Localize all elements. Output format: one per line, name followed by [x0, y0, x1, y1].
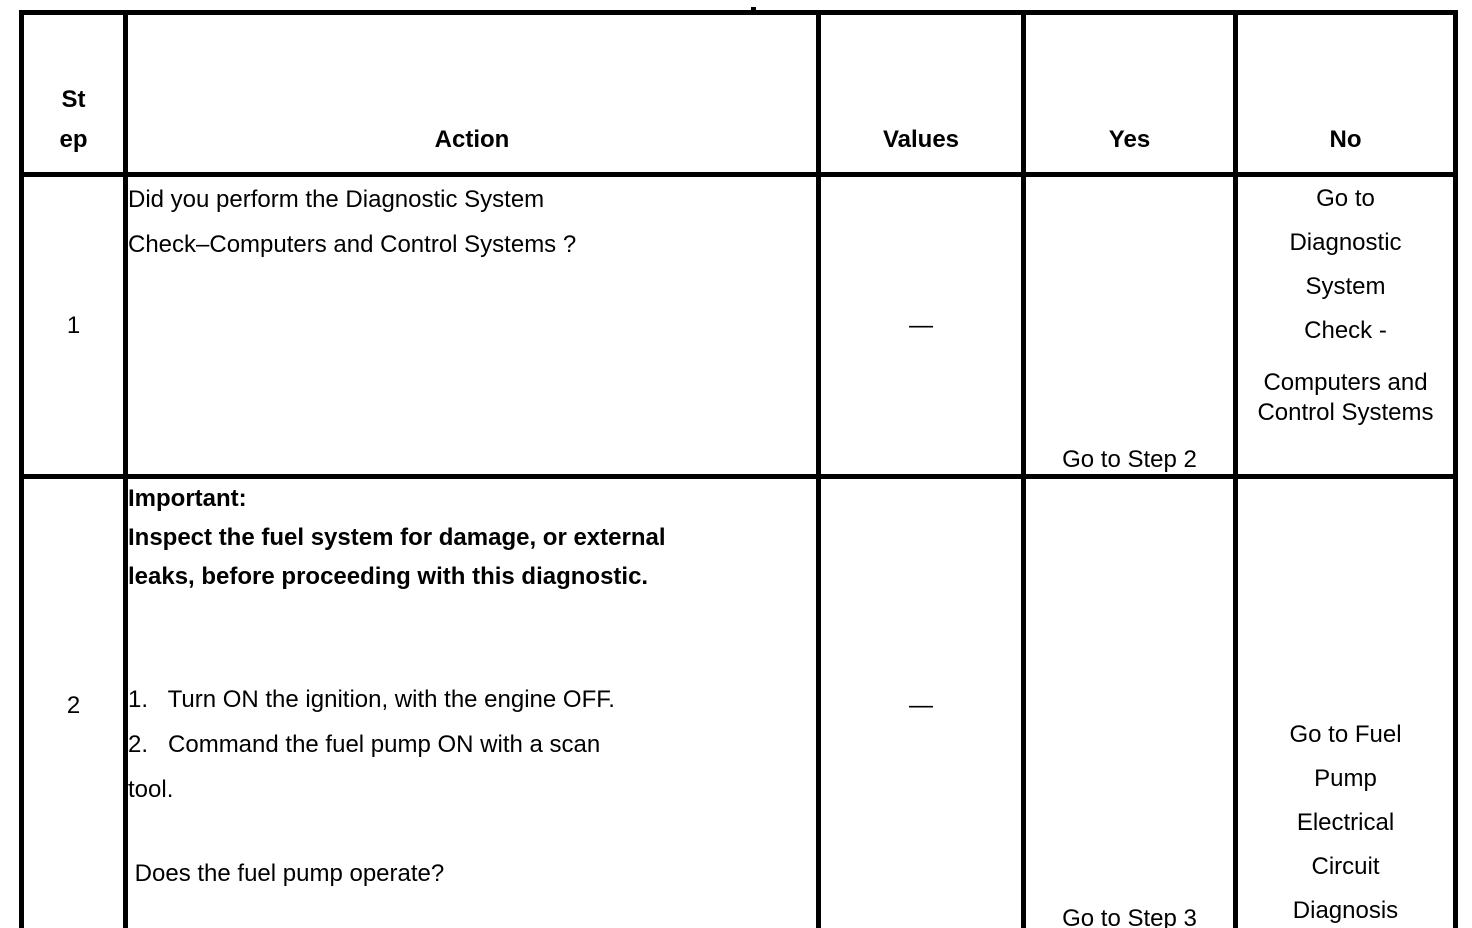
row2-values-cell: —	[816, 474, 1026, 928]
row1-no-cell: Go to Diagnostic System Check - Computer…	[1233, 172, 1458, 479]
header-no: No	[1233, 10, 1458, 177]
row1-no-text-primary: Go to Diagnostic System Check -	[1289, 185, 1402, 344]
scan-artifact-dot	[751, 7, 756, 11]
row1-action-cell: Did you perform the Diagnostic System Ch…	[123, 172, 821, 479]
header-values: Values	[816, 10, 1026, 177]
row2-important-body: Inspect the fuel system for damage, or e…	[128, 524, 666, 590]
header-step: St ep	[19, 10, 128, 177]
header-yes: Yes	[1021, 10, 1238, 177]
row1-action-question: Did you perform the Diagnostic System Ch…	[128, 186, 577, 258]
header-action: Action	[123, 10, 821, 177]
row2-question: Does the fuel pump operate?	[128, 860, 445, 887]
diagnostic-table: St ep Action Values Yes No 1 Did you per…	[19, 10, 1458, 928]
row2-yes-cell: Go to Step 3	[1021, 474, 1238, 928]
row2-no-text: Go to Fuel Pump Electrical Circuit Diagn…	[1289, 721, 1402, 924]
row2-important-heading: Important:	[128, 485, 247, 512]
table-row-step-1: 1 Did you perform the Diagnostic System …	[19, 172, 1458, 479]
row2-procedure-list: 1. Turn ON the ignition, with the engine…	[128, 686, 615, 803]
row2-no-cell: Go to Fuel Pump Electrical Circuit Diagn…	[1233, 474, 1458, 928]
table-row-step-2: 2 Important: Inspect the fuel system for…	[19, 474, 1458, 928]
row2-action-cell: Important: Inspect the fuel system for d…	[123, 474, 821, 928]
row1-yes-cell: Go to Step 2	[1021, 172, 1238, 479]
table-header-row: St ep Action Values Yes No	[19, 10, 1458, 177]
row2-step-number: 2	[19, 474, 128, 928]
row1-step-number: 1	[19, 172, 128, 479]
row1-no-text-secondary: Computers and Control Systems	[1257, 369, 1434, 426]
row1-values-cell: —	[816, 172, 1026, 479]
